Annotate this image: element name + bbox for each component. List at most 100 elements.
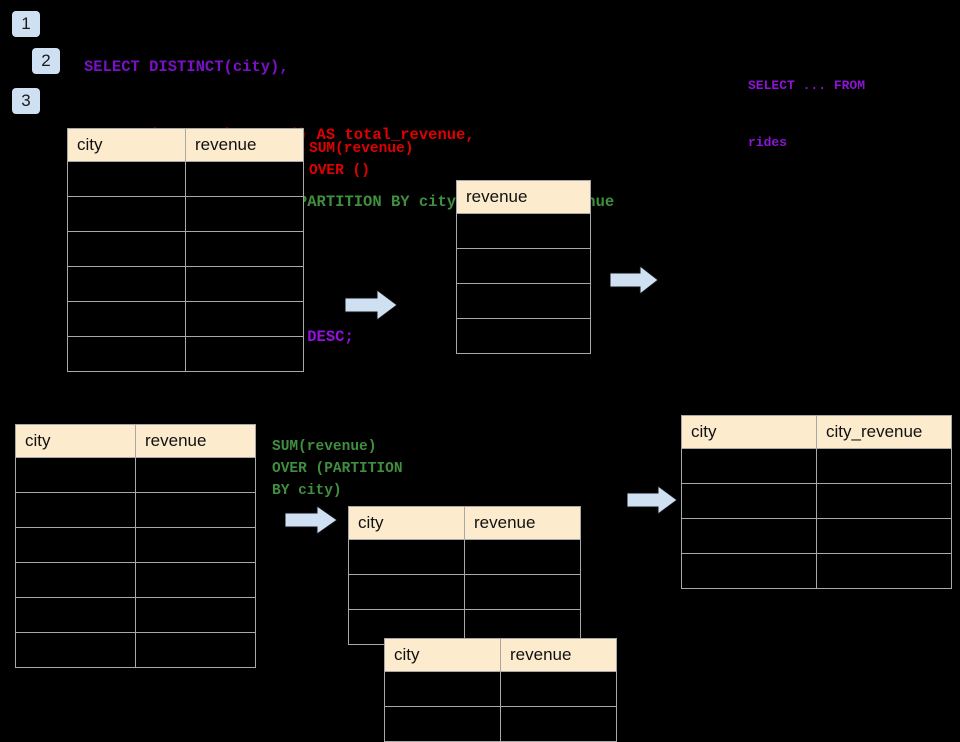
table-cell <box>681 553 817 589</box>
table-cell <box>681 448 817 484</box>
table-cell <box>816 483 952 519</box>
table-row <box>456 318 591 354</box>
table-cell <box>816 448 952 484</box>
table-row <box>348 574 581 610</box>
table-row <box>67 231 304 267</box>
table-row <box>67 301 304 337</box>
column-header-city-revenue: city_revenue <box>816 415 952 449</box>
arrow-top-right-icon <box>610 266 658 294</box>
table-cell <box>15 527 136 563</box>
table-row <box>67 161 304 197</box>
table-cell <box>135 527 256 563</box>
table-rides-source-bottom: city revenue <box>15 424 256 668</box>
table-cell <box>456 318 591 354</box>
column-header-revenue: revenue <box>456 180 591 214</box>
table-cell <box>456 283 591 319</box>
table-cell <box>681 518 817 554</box>
sql-line-select: SELECT DISTINCT(city), <box>84 58 289 76</box>
table-cell <box>135 562 256 598</box>
table-cell <box>384 706 501 742</box>
table-cell <box>816 553 952 589</box>
annotation-partition-window: SUM(revenue) OVER (PARTITION BY city) <box>272 439 403 499</box>
table-header-row: city city_revenue <box>681 415 952 449</box>
table-cell <box>456 213 591 249</box>
table-cell <box>67 196 186 232</box>
table-header-row: city revenue <box>15 424 256 458</box>
arrow-bottom-left-icon <box>285 506 337 534</box>
column-header-city: city <box>67 128 186 162</box>
table-cell <box>185 301 304 337</box>
column-header-revenue: revenue <box>464 506 581 540</box>
table-row <box>681 448 952 484</box>
table-cell <box>185 161 304 197</box>
table-row <box>348 539 581 575</box>
sql-side-line-2: rides <box>748 135 788 150</box>
table-total-revenue: revenue <box>456 180 591 354</box>
table-cell <box>15 632 136 668</box>
table-cell <box>500 671 617 707</box>
column-header-city: city <box>384 638 501 672</box>
diagram-canvas: 1 2 3 SELECT DISTINCT(city), SUM(revenue… <box>12 11 952 742</box>
table-cell <box>67 336 186 372</box>
table-final-result: city city_revenue <box>681 415 952 589</box>
table-cell <box>67 266 186 302</box>
table-cell <box>348 574 465 610</box>
table-header-row: revenue <box>456 180 591 214</box>
table-cell <box>185 196 304 232</box>
table-cell <box>185 266 304 302</box>
table-row <box>456 248 591 284</box>
column-header-revenue: revenue <box>135 424 256 458</box>
column-header-city: city <box>681 415 817 449</box>
table-cell <box>67 301 186 337</box>
table-cell <box>15 492 136 528</box>
table-cell <box>135 632 256 668</box>
table-row <box>67 266 304 302</box>
sql-side-line-1: SELECT ... FROM <box>748 78 866 93</box>
table-row <box>456 213 591 249</box>
table-header-row: city revenue <box>384 638 617 672</box>
table-row <box>67 336 304 372</box>
table-row <box>15 562 256 598</box>
column-header-city: city <box>15 424 136 458</box>
table-rides-source-top: city revenue <box>67 128 304 372</box>
table-cell <box>348 539 465 575</box>
table-row <box>681 483 952 519</box>
table-row <box>456 283 591 319</box>
table-cell <box>456 248 591 284</box>
annotation-total-window: SUM(revenue) OVER () <box>309 141 414 179</box>
step-badge-1: 1 <box>12 11 40 37</box>
step-badge-3: 3 <box>12 88 40 114</box>
table-cell <box>816 518 952 554</box>
table-row <box>681 518 952 554</box>
table-cell <box>185 336 304 372</box>
arrow-bottom-right-icon <box>627 486 677 514</box>
table-cell <box>15 597 136 633</box>
table-row <box>15 492 256 528</box>
step-badge-2: 2 <box>32 48 60 74</box>
sql-side-fragment: SELECT ... FROM rides <box>748 38 865 190</box>
table-row <box>384 671 617 707</box>
table-row <box>384 706 617 742</box>
table-cell <box>135 597 256 633</box>
table-row <box>15 597 256 633</box>
table-row <box>67 196 304 232</box>
table-row <box>15 632 256 668</box>
table-cell <box>681 483 817 519</box>
column-header-revenue: revenue <box>500 638 617 672</box>
table-cell <box>135 492 256 528</box>
table-cell <box>384 671 501 707</box>
table-partition-group-b: city revenue <box>384 638 617 742</box>
table-cell <box>464 539 581 575</box>
column-header-city: city <box>348 506 465 540</box>
table-header-row: city revenue <box>67 128 304 162</box>
table-cell <box>67 161 186 197</box>
table-cell <box>464 574 581 610</box>
column-header-revenue: revenue <box>185 128 304 162</box>
table-cell <box>15 562 136 598</box>
table-header-row: city revenue <box>348 506 581 540</box>
arrow-top-left-icon <box>345 290 397 320</box>
table-cell <box>500 706 617 742</box>
table-row <box>15 527 256 563</box>
table-cell <box>67 231 186 267</box>
table-cell <box>15 457 136 493</box>
